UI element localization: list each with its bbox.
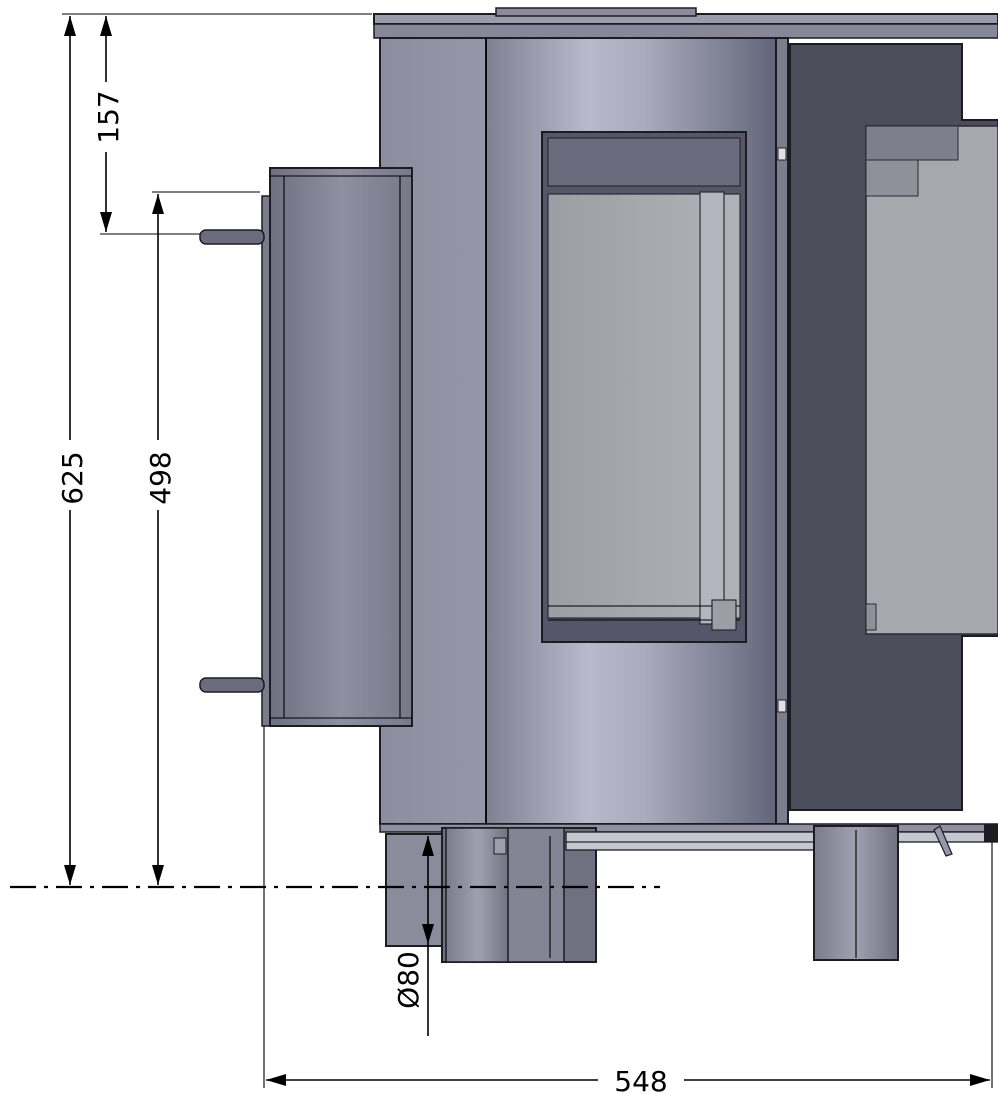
side-window-post	[699, 191, 725, 625]
hinge-upper	[777, 147, 787, 161]
dim-80-label: Ø80	[392, 951, 425, 1009]
dimension-157: 157	[92, 16, 200, 235]
box-body	[269, 167, 413, 727]
top-rim	[373, 23, 998, 39]
air-inlet-pipe	[385, 833, 447, 947]
ash-lever	[933, 825, 953, 857]
hinge-lower	[777, 699, 787, 713]
dim-625-label: 625	[56, 451, 89, 504]
lever-knob	[984, 824, 998, 842]
dimension-548: 548	[263, 726, 993, 1094]
grate-step-1	[865, 125, 959, 161]
stove-base	[385, 824, 998, 963]
base-rail	[565, 831, 817, 851]
grate-step-2	[865, 159, 919, 197]
mounting-pin-bottom	[199, 677, 265, 693]
side-window-corner	[711, 599, 737, 631]
convection-box	[199, 167, 413, 727]
side-window-top-bar	[547, 137, 741, 187]
damper-tab	[493, 837, 507, 855]
grate-foot	[865, 603, 877, 631]
mounting-pin-top	[199, 229, 265, 245]
dimension-498: 498	[144, 191, 260, 885]
dim-548-label: 548	[614, 1065, 667, 1094]
dim-498-label: 498	[144, 451, 177, 504]
top-cap	[495, 7, 697, 17]
dimension-625: 625	[56, 13, 372, 885]
dimension-diameter-80: Ø80	[392, 836, 434, 1036]
dim-157-label: 157	[92, 90, 125, 143]
stove-body	[373, 7, 998, 833]
front-door-glass	[865, 125, 998, 635]
air-inlet-damper	[507, 827, 565, 963]
